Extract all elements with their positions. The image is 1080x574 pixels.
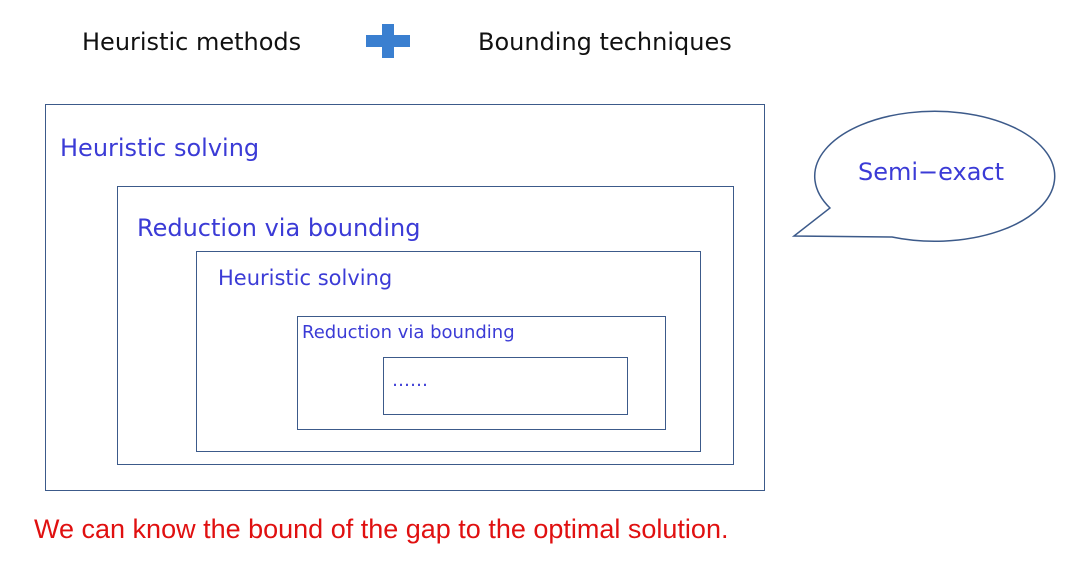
bounding-techniques-label: Bounding techniques (478, 28, 732, 56)
outer-heuristic-box (45, 104, 765, 491)
reduction-label-level-1: Reduction via bounding (137, 214, 421, 242)
conclusion-text: We can know the bound of the gap to the … (34, 514, 729, 544)
reduction-box-level-1 (117, 186, 734, 465)
ellipsis-label: …… (392, 370, 428, 391)
semi-exact-label: Semi−exact (858, 158, 1005, 186)
heuristic-box-level-2 (196, 251, 701, 452)
ellipsis-box (383, 357, 628, 415)
outer-heuristic-label: Heuristic solving (60, 134, 260, 162)
reduction-box-level-3 (297, 316, 666, 430)
plus-icon (366, 24, 410, 58)
heuristic-label-level-2: Heuristic solving (218, 266, 393, 290)
semi-exact-speech-bubble (791, 110, 1056, 243)
reduction-label-level-3: Reduction via bounding (302, 322, 515, 343)
heuristic-methods-label: Heuristic methods (82, 28, 302, 56)
